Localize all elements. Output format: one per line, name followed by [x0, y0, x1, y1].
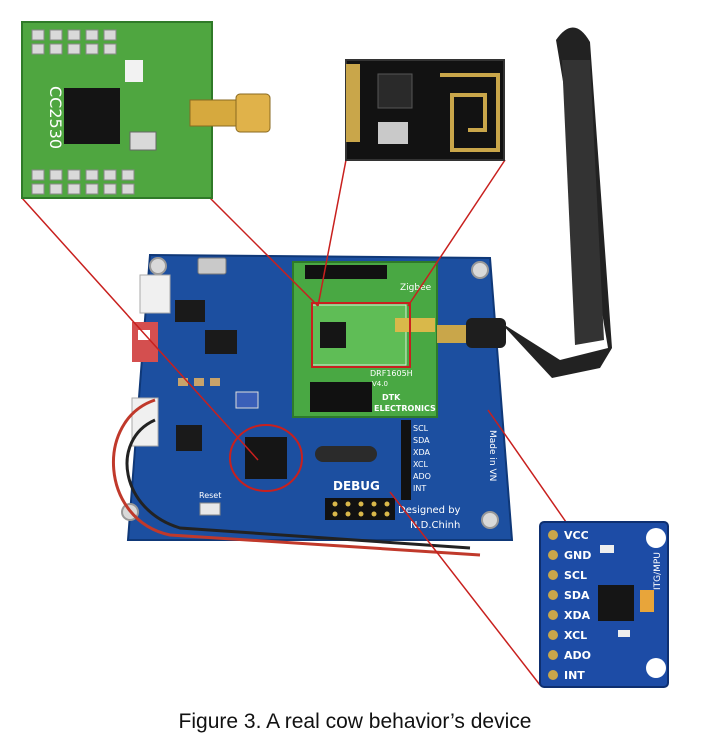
header-pin-label: SCL: [413, 424, 429, 433]
mpu-pin-label: INT: [564, 669, 585, 682]
mpu-board-label: ITG/MPU: [653, 552, 663, 590]
header-pin-label: XDA: [413, 448, 431, 457]
cc2530-module: CC2530: [21, 21, 271, 199]
header-pin-label: XCL: [413, 460, 428, 469]
zigbee-label: Zigbee: [400, 283, 432, 293]
figure-caption: Figure 3. A real cow behavior’s device: [178, 710, 532, 733]
made-in-label: Made in VN: [487, 430, 497, 481]
debug-label: DEBUG: [333, 479, 380, 493]
module-brand-line1: DTK: [382, 393, 401, 402]
module-version: V4.0: [372, 380, 388, 388]
module-name: DRF1605H: [370, 369, 413, 378]
mpu-pin-label: SCL: [564, 569, 587, 582]
device-photo: DEBUG Reset Designed by N.D.Chinh Made i…: [21, 21, 669, 688]
chip-highlight-circle: [229, 424, 303, 492]
antenna: [466, 27, 612, 379]
nrf-module: [345, 59, 505, 161]
module-brand-line2: ELECTRONICS: [374, 404, 436, 413]
mpu-pin-label: XDA: [564, 609, 591, 622]
rf-highlight-rect: [311, 302, 411, 368]
mpu-pin-label: SDA: [564, 589, 590, 602]
mpu-pin-label: VCC: [564, 529, 589, 542]
zigbee-module: Zigbee DRF1605H V4.0 DTK ELECTRONICS: [292, 261, 467, 418]
callout-lines: [21, 159, 567, 686]
mpu-pin-label: XCL: [564, 629, 587, 642]
header-pin-label: INT: [413, 484, 426, 493]
mpu-pin-label: ADO: [564, 649, 591, 662]
header-pin-label: SDA: [413, 436, 430, 445]
header-pin-label: ADO: [413, 472, 431, 481]
cc2530-label: CC2530: [46, 86, 65, 149]
designed-by-label: Designed by: [398, 505, 461, 516]
designer-name: N.D.Chinh: [410, 520, 460, 531]
mpu-module: VCC GND SCL SDA XDA XCL ADO INT ITG/MPU: [539, 521, 669, 688]
reset-label: Reset: [199, 491, 221, 500]
mpu-pin-label: GND: [564, 549, 591, 562]
sensor-header: SCL SDA XDA XCL ADO INT: [401, 420, 431, 500]
